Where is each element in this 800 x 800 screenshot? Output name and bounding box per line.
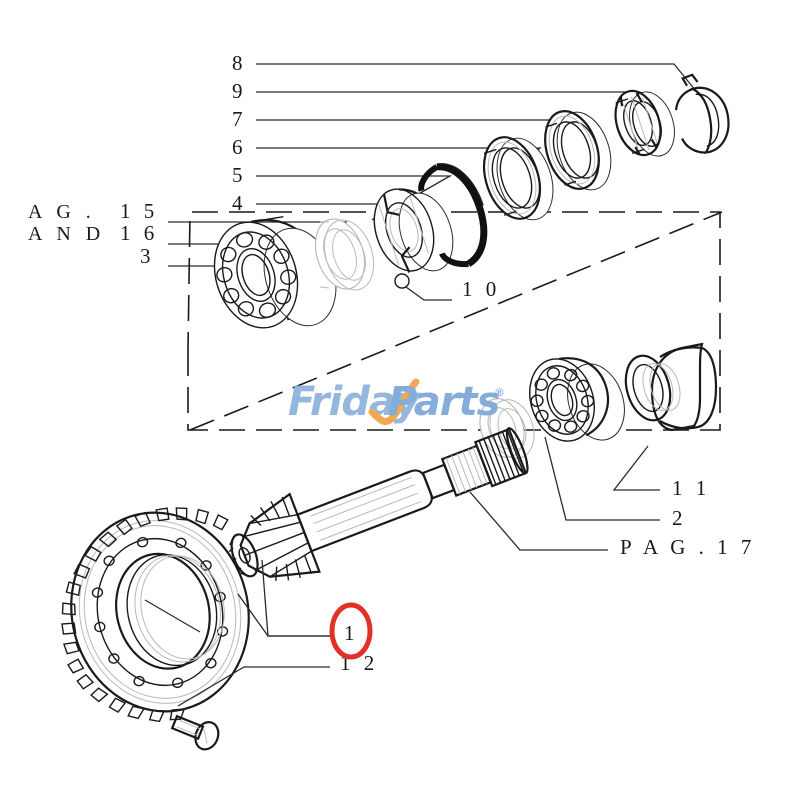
callout-label-9[interactable]: 9 [232,79,247,103]
callout-label-2[interactable]: 2 [672,506,687,530]
part-bearing-sleeve [624,342,718,432]
watermark-registered-mark: ® [494,386,505,399]
watermark-check-icon [368,378,420,426]
callout-label-15[interactable]: 1 5 [120,199,158,223]
part-pinion-gear-shaft [228,427,529,581]
callout-label-11[interactable]: 1 1 [672,476,710,500]
part-snap-ring [418,163,488,268]
callout-label-1[interactable]: 1 [344,621,359,645]
fridayparts-watermark: Friday Parts ® [288,378,505,426]
callout-label-3[interactable]: 3 [140,244,155,268]
leader-lines-bottom [144,559,330,707]
highlight-ellipse [329,602,373,660]
part-ring-gear-crown-wheel [61,507,250,723]
highlighted-callout-1[interactable]: 1 [329,602,373,660]
part-ring-gear-bolt [170,714,220,751]
part-slotted-lock-nut [614,89,675,157]
callout-label-10[interactable]: 1 0 [462,277,500,301]
leader-lines-right [469,436,660,551]
callout-label-7[interactable]: 7 [232,107,247,131]
part-shim-washer [314,218,375,291]
part-bearing-race-inner [482,136,554,221]
part-split-collar [373,188,454,273]
xref-line-1: A G . [28,201,96,223]
callout-label-6[interactable]: 6 [232,135,247,159]
callout-label-pag17[interactable]: P A G . 1 7 [620,535,755,559]
part-lock-washer-c-clip [674,73,730,154]
part-ball-bearing-left [213,216,337,329]
watermark-parts: Parts [388,379,500,425]
callout-label-4[interactable]: 4 [232,191,247,215]
callout-label-8[interactable]: 8 [232,51,247,75]
dashed-group-boundary [187,211,723,431]
xref-line-2: A N D [28,223,105,245]
callout-label-16[interactable]: 1 6 [120,221,158,245]
callout-label-5[interactable]: 5 [232,163,247,187]
part-bearing-race-outer [544,110,612,191]
part-ball-bearing-right [529,357,625,442]
part-ball-detent [394,273,452,301]
